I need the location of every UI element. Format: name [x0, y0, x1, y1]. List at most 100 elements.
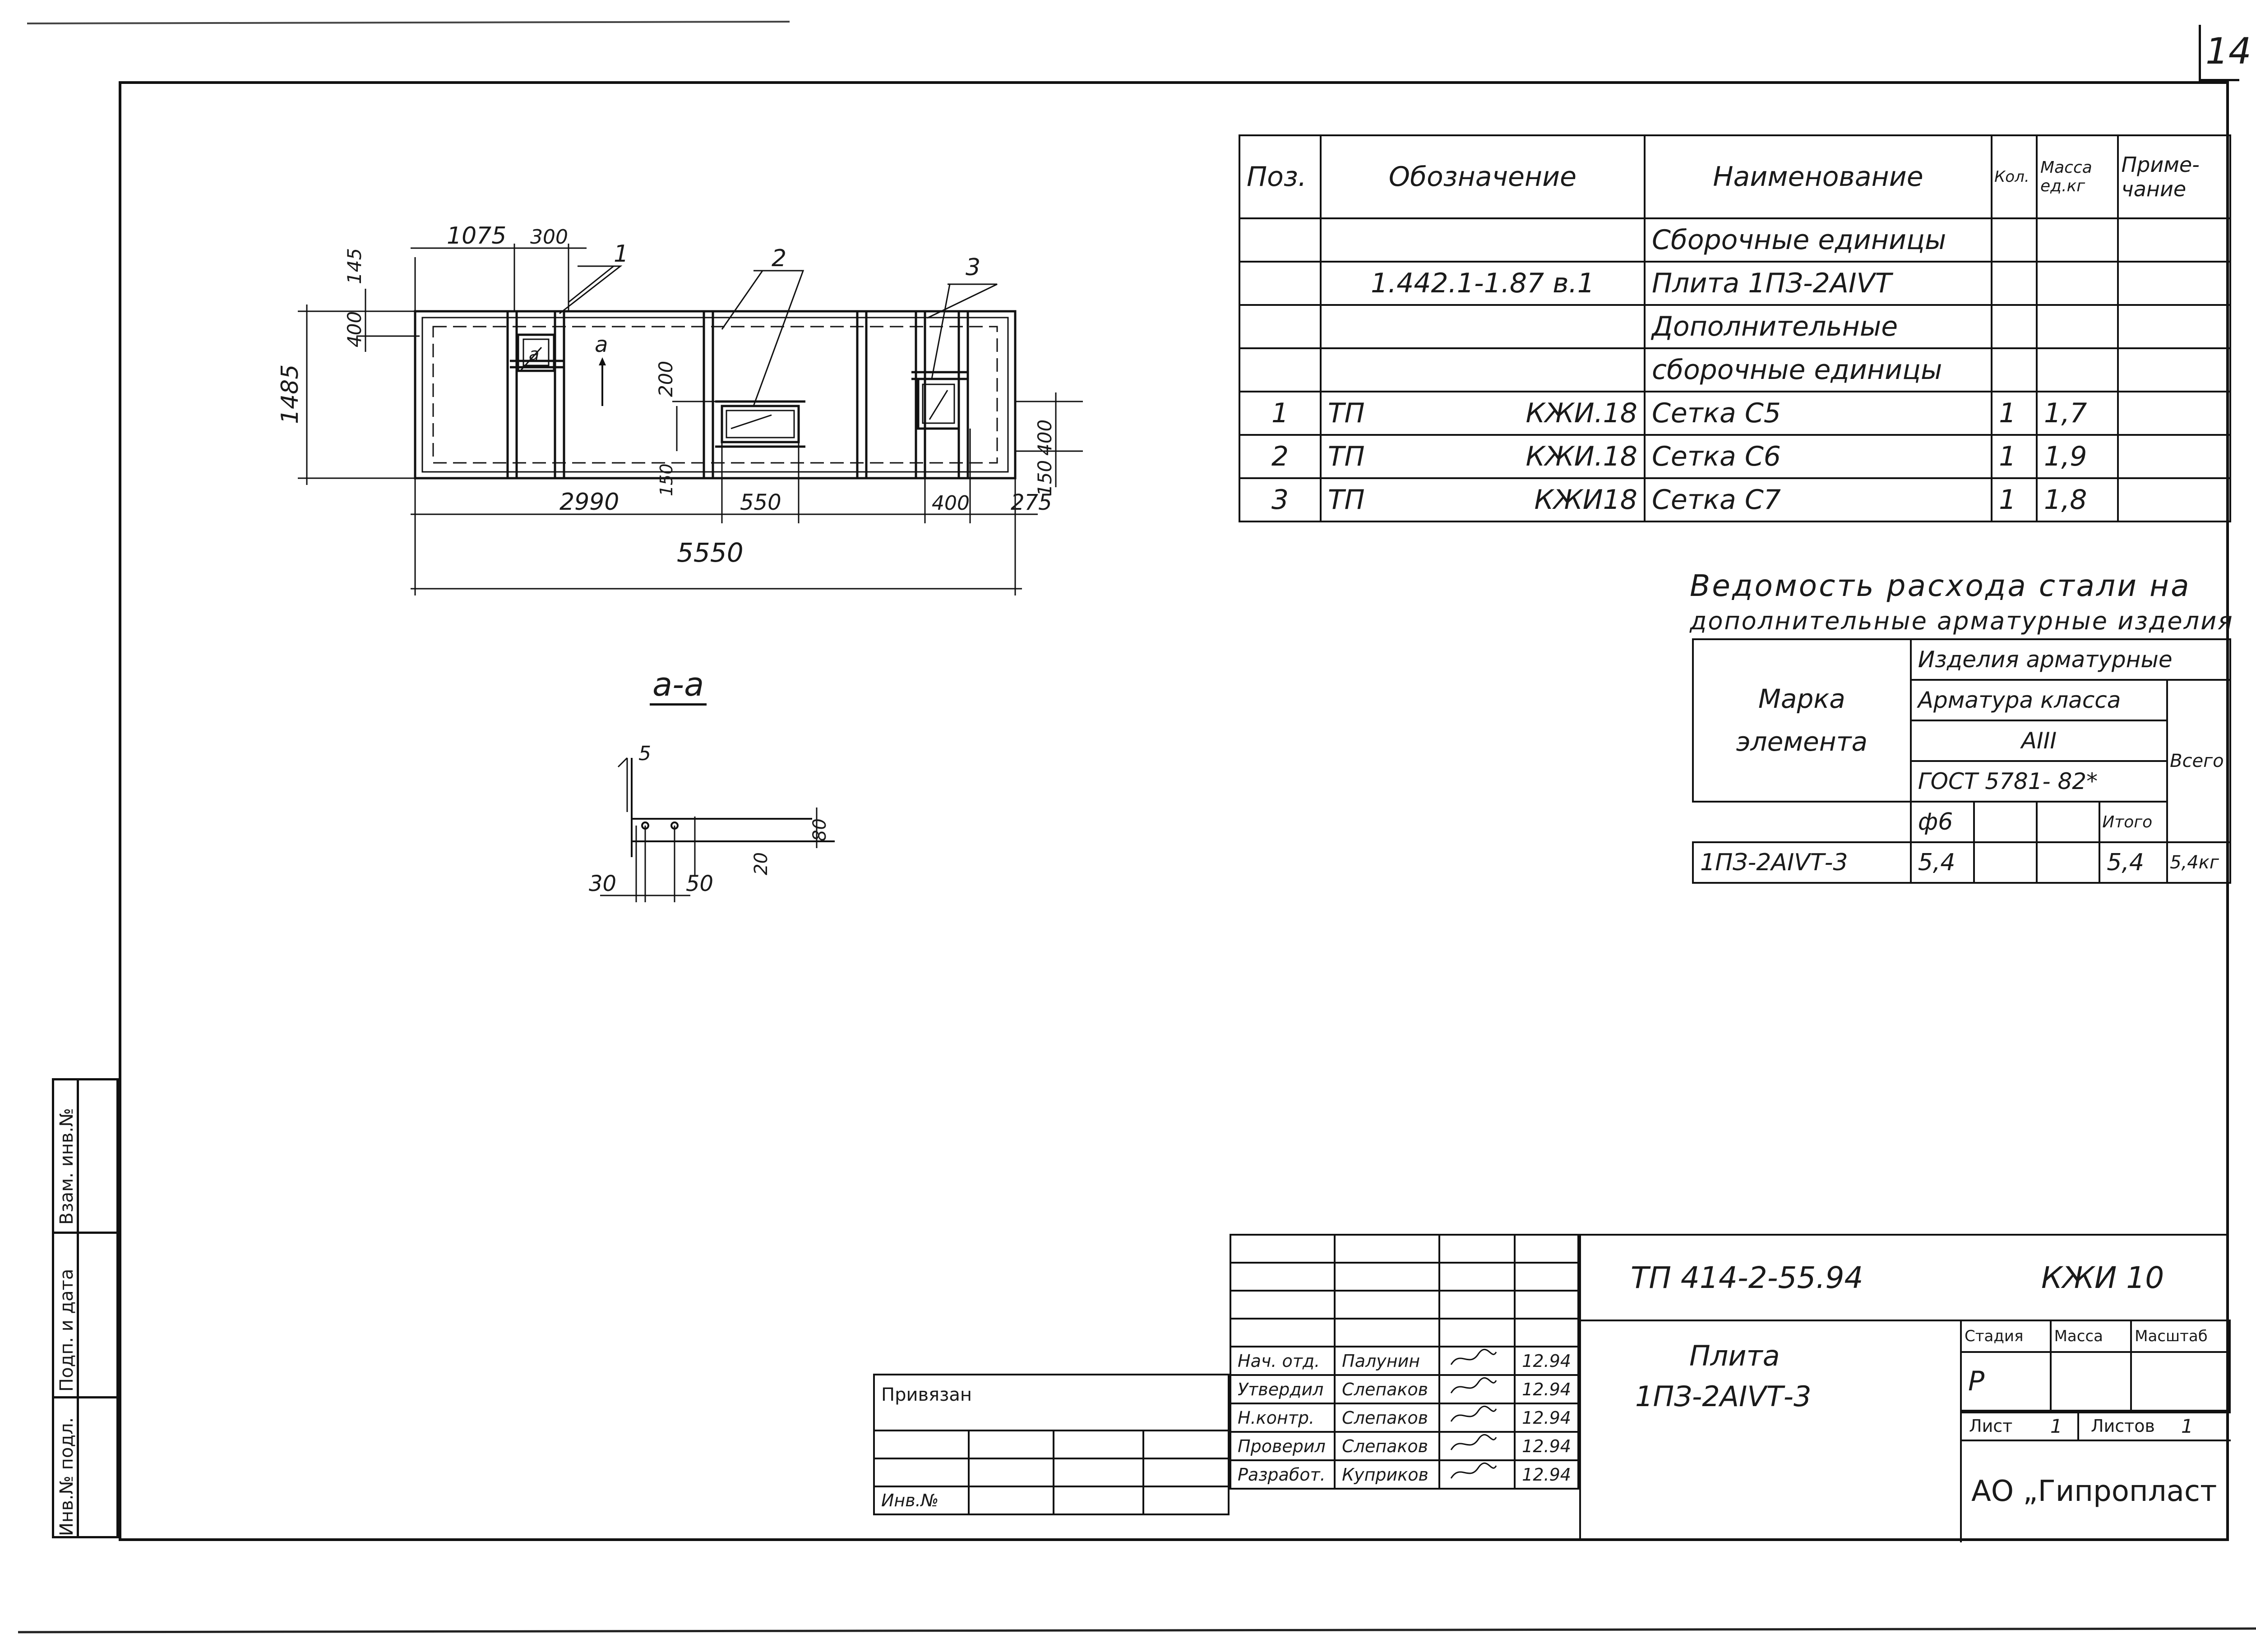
plan-drawing: 1075 300 145 400 1485 200 150 400 150 29… [277, 222, 1083, 595]
steel-title-2: дополнительные арматурные изделия [1690, 607, 2234, 635]
spec-qty: 1 [1991, 477, 2038, 522]
spec-code [1319, 347, 1646, 392]
spec-row: Дополнительные [1239, 304, 2232, 349]
plan-dim-150a: 150 [656, 463, 676, 496]
sheet-number-box: 14 [2199, 25, 2251, 81]
steel-subgroup: Арматура класса [1909, 679, 2168, 721]
plan-dim-5550: 5550 [677, 537, 744, 568]
header-pos: Поз. [1239, 134, 1322, 219]
steel-total-label: Итого [2099, 801, 2168, 843]
spec-code [1319, 217, 1646, 263]
strip-sign-date: Подп. и дата [56, 1269, 77, 1392]
stamp-role: Проверил [1229, 1431, 1336, 1461]
strip-replace: Взам. инв.№ [56, 1108, 77, 1225]
steel-title-1: Ведомость расхода стали на [1690, 568, 2191, 603]
stamp-date: 12.94 [1514, 1346, 1579, 1376]
header-mass: Масса ед.кг [2036, 134, 2119, 219]
stamp-company: АО „Гипропласт [1971, 1475, 2217, 1508]
stamp-stage-label: Стадия [1960, 1320, 2052, 1353]
plan-dim-145: 145 [343, 248, 365, 284]
signature-icon [1451, 1348, 1497, 1365]
stamp-linked: Привязан Инв.№ [873, 1374, 1230, 1515]
spec-code [1319, 304, 1646, 349]
steel-gost: ГОСТ 5781- 82* [1909, 760, 2168, 803]
stamp-role: Разработ. [1229, 1459, 1336, 1490]
stamp-date: 12.94 [1514, 1431, 1579, 1461]
stamp-role: Утвердил [1229, 1374, 1336, 1404]
spec-pos: 2 [1239, 434, 1322, 479]
spec-mass: 1,8 [2036, 477, 2119, 522]
stamp-sheet-label: Лист [1969, 1416, 2013, 1436]
stamp-doc-code: ТП 414-2-55.94 [1631, 1260, 1863, 1295]
stamp-sheet: 1 [2050, 1415, 2062, 1437]
spec-qty: 1 [1991, 434, 2038, 479]
section-marker: а [595, 332, 608, 357]
stamp-scale-label: Масштаб [2130, 1320, 2231, 1353]
spec-note [2117, 304, 2232, 349]
stamp-signature [1438, 1374, 1516, 1404]
section-dim-20: 20 [751, 852, 772, 875]
spec-mass [2036, 347, 2119, 392]
header-name: Наименование [1643, 134, 1993, 219]
steel-row-all: 5,4кг [2166, 841, 2231, 884]
spec-pos: 1 [1239, 391, 1322, 436]
signature-icon [1451, 1434, 1497, 1450]
plan-dim-400b: 400 [1034, 420, 1056, 456]
section-drawing: 5 80 20 30 50 [589, 742, 835, 902]
steel-table: Марка элемента Изделия арматурные Армату… [1692, 638, 2232, 884]
stamp-name: Слепаков [1334, 1374, 1441, 1404]
spec-mass [2036, 217, 2119, 263]
stamp-signature [1438, 1459, 1516, 1490]
section-dim-30: 30 [589, 871, 616, 896]
stamp-name: Куприков [1334, 1459, 1441, 1490]
spec-name: Сетка С6 [1643, 434, 1993, 479]
stamp-main: ТП 414-2-55.94 КЖИ 10 Плита 1ПЗ-2АIVТ-3 … [1579, 1234, 2231, 1542]
header-note: Приме-чание [2117, 134, 2232, 219]
spec-row: Сборочные единицы [1239, 217, 2232, 263]
signature-icon [1451, 1462, 1497, 1479]
spec-code-suffix: КЖИ18 [1534, 484, 1637, 516]
steel-col-mark: Марка элемента [1692, 638, 1912, 803]
spec-pos [1239, 347, 1322, 392]
plan-dim-2990: 2990 [559, 489, 619, 516]
stamp-mass-label: Масса [2049, 1320, 2132, 1353]
spec-pos [1239, 217, 1322, 263]
mesh-marker: а [529, 344, 539, 364]
stamp-name: Слепаков [1334, 1431, 1441, 1461]
section-dim-5: 5 [638, 742, 651, 765]
header-code: Обозначение [1319, 134, 1646, 219]
plan-dim-400: 400 [343, 311, 365, 347]
stamp-signature [1438, 1346, 1516, 1376]
spec-name: Сетка С5 [1643, 391, 1993, 436]
spec-table: Поз. Обозначение Наименование Кол. Масса… [1239, 134, 2232, 522]
signature-icon [1451, 1377, 1497, 1394]
steel-diameter: ф6 [1909, 801, 1975, 843]
section-dim-50: 50 [686, 871, 713, 896]
spec-code-prefix: ТП [1327, 397, 1365, 429]
stamp-role: Н.контр. [1229, 1403, 1336, 1433]
spec-mass: 1,7 [2036, 391, 2119, 436]
spec-name: Плита 1ПЗ-2АIVТ [1643, 261, 1993, 306]
plan-dim-550: 550 [740, 490, 781, 515]
spec-pos [1239, 261, 1322, 306]
plan-dim-1485: 1485 [277, 365, 304, 424]
spec-code-prefix: ТП [1327, 484, 1365, 516]
spec-note [2117, 477, 2232, 522]
spec-note [2117, 347, 2232, 392]
stamp-sheets: 1 [2181, 1415, 2193, 1437]
callout-2: 2 [772, 245, 786, 272]
spec-name: Дополнительные [1643, 304, 1993, 349]
spec-code: ТП КЖИ18 [1319, 477, 1646, 522]
spec-qty [1991, 261, 2038, 306]
plan-dim-1075: 1075 [447, 222, 506, 249]
spec-name: Сетка С7 [1643, 477, 1993, 522]
section-title: а-а [650, 665, 707, 706]
stamp-name: Палунин [1334, 1346, 1441, 1376]
stamp-name: Слепаков [1334, 1403, 1441, 1433]
